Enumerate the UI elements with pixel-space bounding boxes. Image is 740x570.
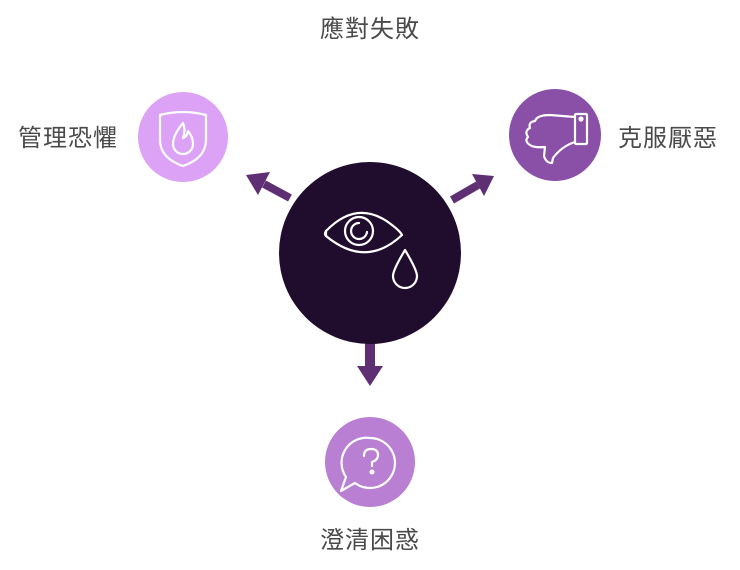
diagram-title: 應對失敗 — [320, 15, 420, 43]
node-right — [509, 89, 601, 181]
node-bottom — [325, 417, 415, 507]
shield-fire-icon — [158, 110, 208, 168]
crying-eye-icon — [323, 211, 419, 290]
center-node — [279, 162, 461, 344]
arrow-to-left — [246, 172, 292, 202]
arrow-to-bottom — [357, 343, 383, 386]
node-left — [138, 92, 228, 182]
question-bubble-icon — [339, 436, 397, 493]
node-label-bottom: 澄清困惑 — [320, 526, 420, 554]
thumbs-down-icon — [525, 112, 589, 165]
arrow-to-right — [450, 174, 494, 204]
node-label-right: 克服厭惡 — [618, 124, 718, 152]
node-label-left: 管理恐懼 — [18, 124, 118, 152]
